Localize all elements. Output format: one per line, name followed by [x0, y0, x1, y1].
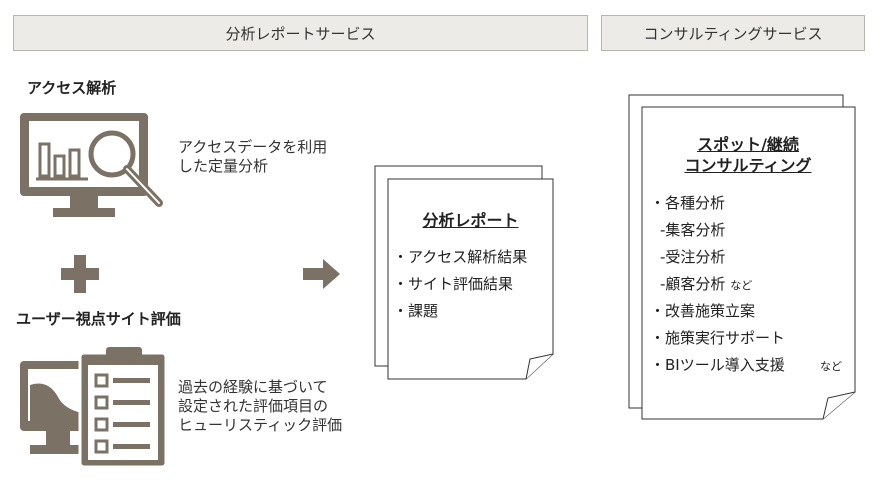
monitor-clipboard-checklist-icon [20, 347, 168, 469]
report-item-site-evaluation: ・サイト評価結果 [393, 275, 514, 293]
plus-icon [61, 255, 99, 293]
consulting-title-line-2: コンサルティング [684, 156, 812, 175]
consulting-item-bi-tool: ・BIツール導入支援 [650, 356, 785, 374]
heuristic-desc-line-1: 過去の経験に基づいて [178, 378, 328, 396]
heuristic-desc-line-2: 設定された評価項目の [178, 397, 329, 415]
access-analysis-desc-line-1: アクセスデータを利用 [178, 138, 328, 156]
consulting-service-label: コンサルティングサービス [643, 24, 823, 43]
arrow-right-icon [303, 259, 340, 289]
consulting-document-title: スポット/継続 コンサルティング [645, 134, 851, 176]
consulting-item-order-analysis: -受注分析 [660, 248, 726, 266]
consulting-document-items: ・各種分析 -集客分析 -受注分析 -顧客分析 など ・改善施策立案 ・施策実行… [650, 192, 850, 381]
heuristic-desc-line-3: ヒューリスティック評価 [178, 416, 343, 434]
consulting-item-execution-support: ・施策実行サポート [650, 329, 786, 347]
report-document-title: 分析レポート [422, 211, 519, 230]
access-analysis-description: アクセスデータを利用 した定量分析 [178, 138, 327, 176]
monitor-chart-search-icon [20, 113, 163, 217]
report-document-shape [374, 165, 554, 380]
consulting-note-etc-1: など [730, 279, 753, 292]
report-item-access-results: ・アクセス解析結果 [393, 248, 528, 266]
analysis-service-label: 分析レポートサービス [225, 24, 376, 43]
heuristic-description: 過去の経験に基づいて 設定された評価項目の ヒューリスティック評価 [178, 378, 342, 435]
consulting-item-improvement-planning: ・改善施策立案 [650, 302, 756, 320]
report-document-items: ・アクセス解析結果 ・サイト評価結果 ・課題 [393, 246, 527, 327]
analysis-service-header: 分析レポートサービス [13, 15, 588, 51]
consulting-title-line-1: スポット/継続 [697, 135, 799, 154]
heuristic-title: ユーザー視点サイト評価 [16, 310, 181, 328]
report-item-issues: ・課題 [393, 302, 439, 320]
access-analysis-desc-line-2: した定量分析 [178, 157, 269, 175]
consulting-item-customer-analysis-row: -顧客分析 など [650, 273, 850, 300]
consulting-item-bi-tool-row: ・BIツール導入支援 など [650, 354, 850, 381]
consulting-item-acquisition-analysis: -集客分析 [660, 221, 726, 239]
access-analysis-title: アクセス解析 [27, 79, 117, 97]
consulting-document-shape [628, 94, 856, 420]
consulting-note-etc-2: など [820, 360, 842, 373]
consulting-service-header: コンサルティングサービス [601, 15, 865, 51]
consulting-item-customer-analysis: -顧客分析 [660, 275, 726, 293]
consulting-item-various-analysis: ・各種分析 [650, 194, 726, 212]
